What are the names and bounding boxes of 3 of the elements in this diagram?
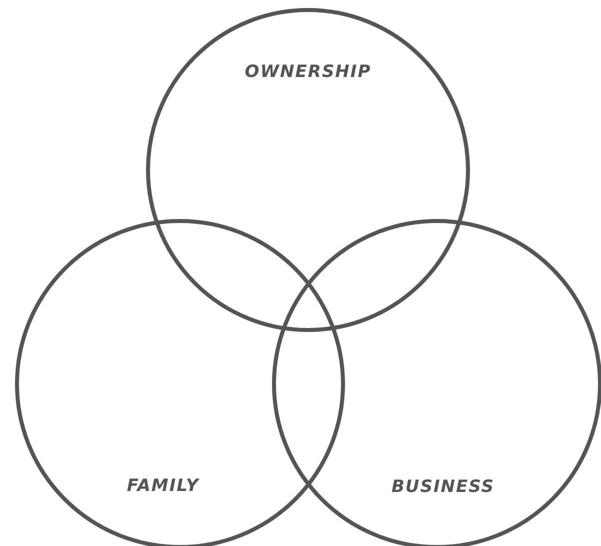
circle-label: OWNERSHIP — [244, 62, 372, 82]
circle-label: FAMILY — [126, 476, 200, 496]
circle-label: BUSINESS — [391, 477, 495, 497]
